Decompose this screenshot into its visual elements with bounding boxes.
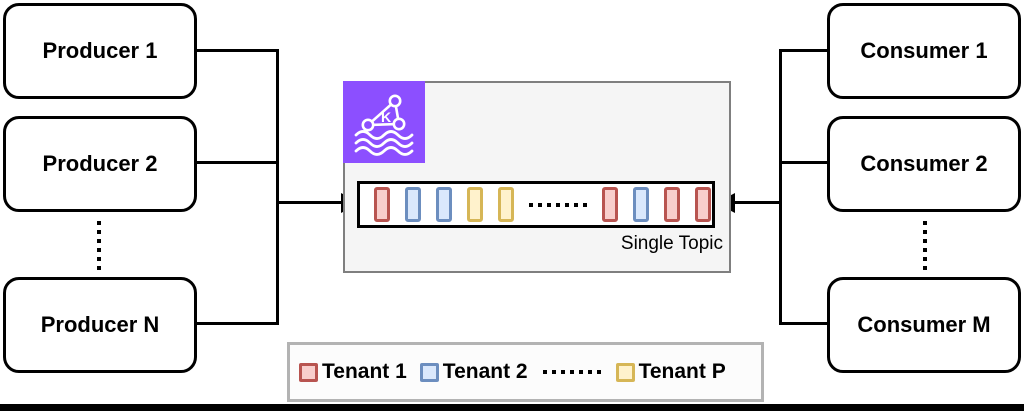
consumer-m-box: Consumer M [827, 277, 1021, 373]
producers-ellipsis-dots [97, 221, 101, 271]
producer-2-label: Producer 2 [42, 151, 158, 176]
legend-item-tenant2: Tenant 2 [419, 360, 528, 384]
producer-1-box: Producer 1 [3, 3, 197, 99]
connector-consumer-1 [779, 49, 827, 52]
legend-item-tenantP: Tenant P [615, 360, 726, 384]
connector-consumer-2 [779, 161, 827, 164]
producer-1-label: Producer 1 [42, 38, 158, 63]
producer-arrow-line [277, 201, 346, 204]
consumer-arrow-line [731, 201, 779, 204]
message-slot-tenant1 [374, 187, 390, 222]
bottom-border-bar [0, 404, 1024, 411]
connector-producer-n [197, 322, 279, 325]
connector-consumer-m [779, 322, 827, 325]
message-slot-tenant1 [695, 187, 711, 222]
single-topic-box [357, 181, 715, 228]
legend-ellipsis-dots [542, 370, 601, 374]
legend-swatch-tenant1 [299, 362, 318, 382]
producer-n-label: Producer N [40, 312, 160, 337]
consumer-m-label: Consumer M [857, 312, 991, 337]
partition-slot-row [360, 184, 712, 225]
legend-label: Tenant 1 [322, 360, 407, 383]
kafka-glyph-icon: K [354, 94, 414, 156]
producer-n-box: Producer N [3, 277, 197, 373]
legend-label: Tenant P [638, 360, 726, 383]
message-slot-tenantP [498, 187, 514, 222]
topic-ellipsis-dots [529, 202, 587, 207]
legend-swatch-tenant2 [419, 362, 439, 382]
message-slot-tenantP [467, 187, 483, 222]
producer-trunk-line [276, 49, 279, 325]
producer-2-box: Producer 2 [3, 116, 197, 212]
message-slot-tenant1 [664, 187, 680, 222]
msk-kafka-icon: K [343, 81, 425, 163]
legend-label: Tenant 2 [442, 360, 528, 383]
consumers-ellipsis-dots [923, 221, 927, 271]
consumer-1-label: Consumer 1 [860, 38, 988, 63]
legend-row: Tenant 1 Tenant 2 Tenant P [290, 345, 761, 399]
legend-box: Tenant 1 Tenant 2 Tenant P [287, 342, 764, 402]
message-slot-tenant1 [602, 187, 618, 222]
consumer-trunk-line [779, 49, 782, 325]
legend-swatch-tenantP [615, 362, 635, 382]
connector-producer-1 [197, 49, 279, 52]
consumer-1-box: Consumer 1 [827, 3, 1021, 99]
single-topic-label: Single Topic [620, 233, 723, 254]
connector-producer-2 [197, 161, 279, 164]
legend-item-tenant1: Tenant 1 [299, 360, 407, 384]
consumer-2-box: Consumer 2 [827, 116, 1021, 212]
message-slot-tenant2 [633, 187, 649, 222]
kafka-k-letter: K [381, 109, 391, 125]
message-slot-tenant2 [405, 187, 421, 222]
message-slot-tenant2 [436, 187, 452, 222]
consumer-2-label: Consumer 2 [860, 151, 988, 176]
